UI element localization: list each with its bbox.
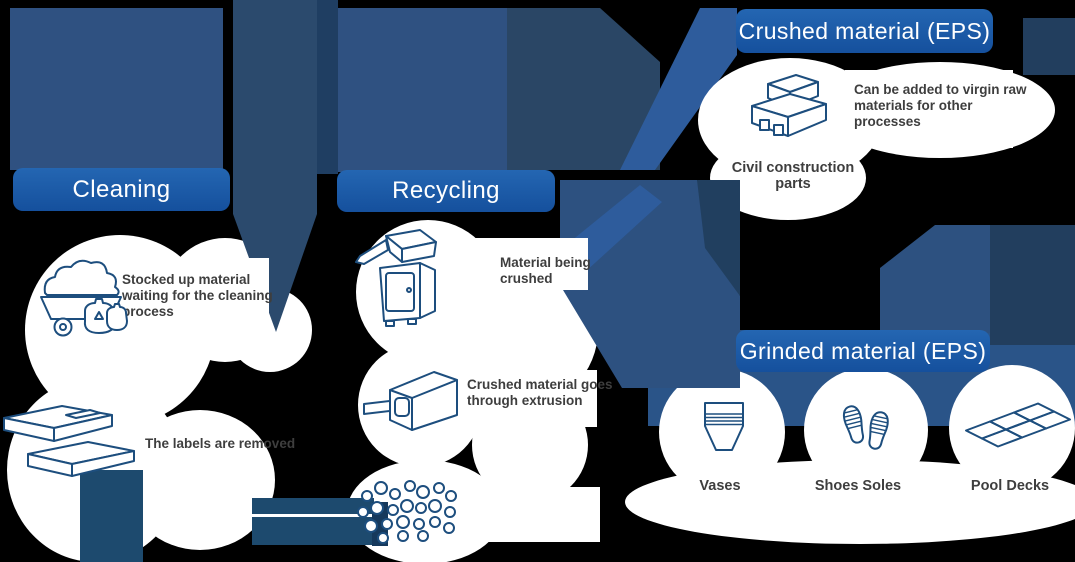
cleaning-title: Cleaning (72, 175, 171, 203)
extruder-machine-icon (363, 371, 458, 431)
extrusion-text: Crushed material goes through extrusion (467, 377, 613, 409)
labels-removed-text: The labels are removed (145, 436, 296, 451)
navy-block-right-of-grinded (990, 225, 1075, 345)
dark-wedge (697, 180, 740, 296)
pool-decks-icon (965, 402, 1071, 448)
blue-block-right-of-grinded (880, 225, 990, 333)
pellets-box (464, 487, 600, 542)
construction-blocks-icon (751, 74, 827, 137)
grinded-material-header: Grinded material (EPS) (736, 330, 990, 372)
arrow-to-granules (252, 498, 374, 545)
vases-label: Vases (699, 478, 741, 494)
crushed-material-header: Crushed material (EPS) (736, 9, 993, 53)
arrow-gap-line (252, 514, 374, 517)
stocked-material-box (116, 258, 269, 350)
block-above-recycling (338, 8, 507, 172)
virgin-note-box (845, 70, 1013, 148)
stocked-material-text: Stocked up material waiting for the clea… (122, 272, 273, 320)
recycling-title: Recycling (392, 177, 500, 204)
down-arrow-between-clouds (233, 0, 317, 332)
virgin-note-text: Can be added to virgin raw materials for… (854, 82, 1027, 130)
block-above-cleaning (10, 8, 223, 170)
vase-icon (704, 402, 744, 451)
recycling-header: Recycling (337, 170, 555, 212)
material-cart-icon (40, 259, 128, 337)
granules-icon (357, 480, 457, 544)
material-crushed-text: Material being crushed (500, 255, 591, 287)
crushed-material-title: Crushed material (EPS) (738, 17, 991, 44)
crusher-machine-icon (355, 229, 437, 327)
pool-decks-label: Pool Decks (970, 478, 1050, 494)
shoes-soles-label: Shoes Soles (814, 478, 902, 494)
material-crushed-box (457, 238, 588, 290)
civil-construction-label: Civil construction parts (731, 160, 855, 192)
cleaning-header: Cleaning (13, 168, 230, 211)
extrusion-box (460, 370, 597, 427)
dark-strip (317, 0, 338, 174)
navy-block-top-right (1023, 18, 1075, 75)
label-removal-machine-icon (3, 405, 135, 477)
slate-connector (507, 8, 660, 170)
labels-removed-box (137, 424, 225, 462)
bright-arrow-to-crushed (620, 8, 737, 170)
grinded-material-title: Grinded material (EPS) (739, 337, 987, 364)
band-under-machine (80, 470, 143, 562)
shoe-soles-icon (842, 405, 889, 450)
